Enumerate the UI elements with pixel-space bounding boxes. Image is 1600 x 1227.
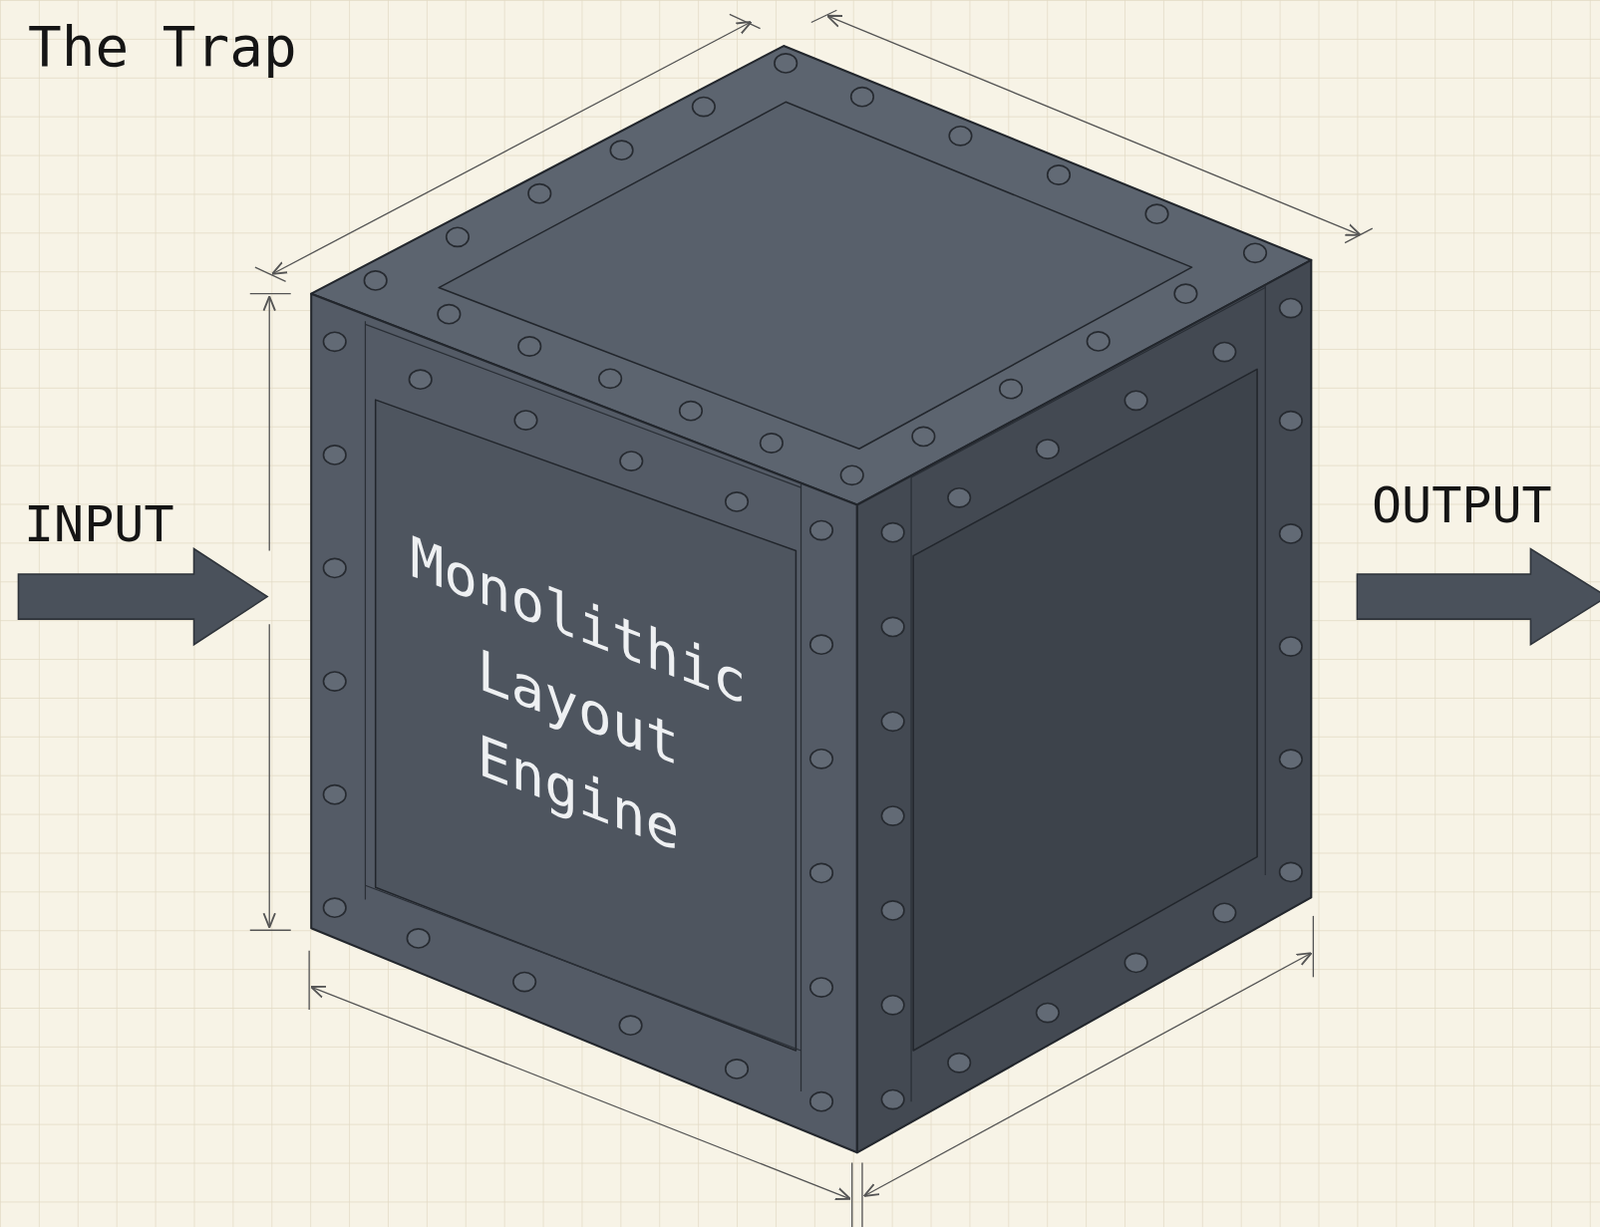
rivet — [881, 711, 905, 731]
rivet — [948, 488, 971, 508]
input-arrow — [17, 549, 268, 645]
rivets — [322, 53, 1302, 1112]
rivet — [692, 96, 716, 116]
rivet — [881, 617, 905, 637]
rivet — [513, 972, 537, 992]
rivet — [881, 1090, 905, 1110]
rivet — [760, 433, 784, 453]
rivet — [322, 558, 346, 578]
rivet — [881, 806, 905, 826]
rivet — [322, 445, 346, 465]
rivet — [1124, 953, 1148, 972]
rivet — [610, 140, 634, 160]
rivet — [1244, 243, 1268, 263]
rivet — [437, 305, 461, 324]
rivet — [1036, 439, 1060, 459]
rivet — [619, 1015, 642, 1035]
rivet — [322, 671, 346, 691]
rivet — [912, 426, 936, 446]
rivet — [406, 929, 430, 949]
rivet — [881, 523, 905, 543]
rivet — [322, 331, 346, 351]
rivet — [1280, 411, 1303, 431]
dimension-lines — [250, 9, 1373, 1227]
rivet — [1086, 331, 1110, 351]
rivet — [1213, 341, 1237, 361]
rivet — [1280, 862, 1303, 882]
rivet — [528, 184, 552, 204]
rivet — [810, 635, 834, 654]
diagram-title: The Trap — [27, 13, 298, 79]
frame-edges — [364, 286, 1266, 1103]
engine-name: Monolithic Layout Engine — [378, 501, 778, 915]
rivet — [1047, 165, 1071, 185]
rivet — [599, 368, 623, 388]
rivet — [810, 521, 834, 541]
rivet — [514, 410, 538, 430]
rivet — [1280, 637, 1303, 656]
rivet — [1213, 903, 1237, 923]
rivet — [322, 785, 346, 805]
output-arrow — [1356, 549, 1600, 645]
rivet — [725, 492, 749, 512]
rivet — [881, 995, 905, 1015]
rivet — [774, 53, 798, 73]
rivet — [1145, 204, 1169, 224]
rivet — [322, 898, 346, 918]
rivet — [1124, 390, 1148, 410]
rivet — [810, 749, 834, 769]
rivet — [810, 977, 834, 997]
rivet — [1174, 284, 1198, 304]
rivet — [949, 126, 972, 146]
rivet — [725, 1059, 749, 1079]
rivet — [840, 465, 864, 485]
arrow-label: OUTPUT — [1371, 476, 1553, 535]
rivet — [363, 271, 387, 291]
rivet — [1036, 1003, 1060, 1023]
rivet — [851, 87, 875, 107]
rivet — [518, 336, 542, 356]
rivet — [1280, 298, 1303, 318]
rivet — [999, 379, 1023, 399]
rivet — [679, 401, 703, 421]
rivet — [620, 451, 643, 471]
rivet — [1280, 749, 1303, 769]
rivet — [810, 1092, 834, 1112]
rivet — [948, 1053, 971, 1073]
arrow-label: INPUT — [23, 495, 175, 554]
rivet — [810, 863, 834, 883]
cube-body — [311, 45, 1311, 1153]
rivet — [446, 227, 470, 247]
rivet — [881, 901, 905, 921]
rivet — [1280, 524, 1303, 544]
rivet — [408, 369, 432, 389]
